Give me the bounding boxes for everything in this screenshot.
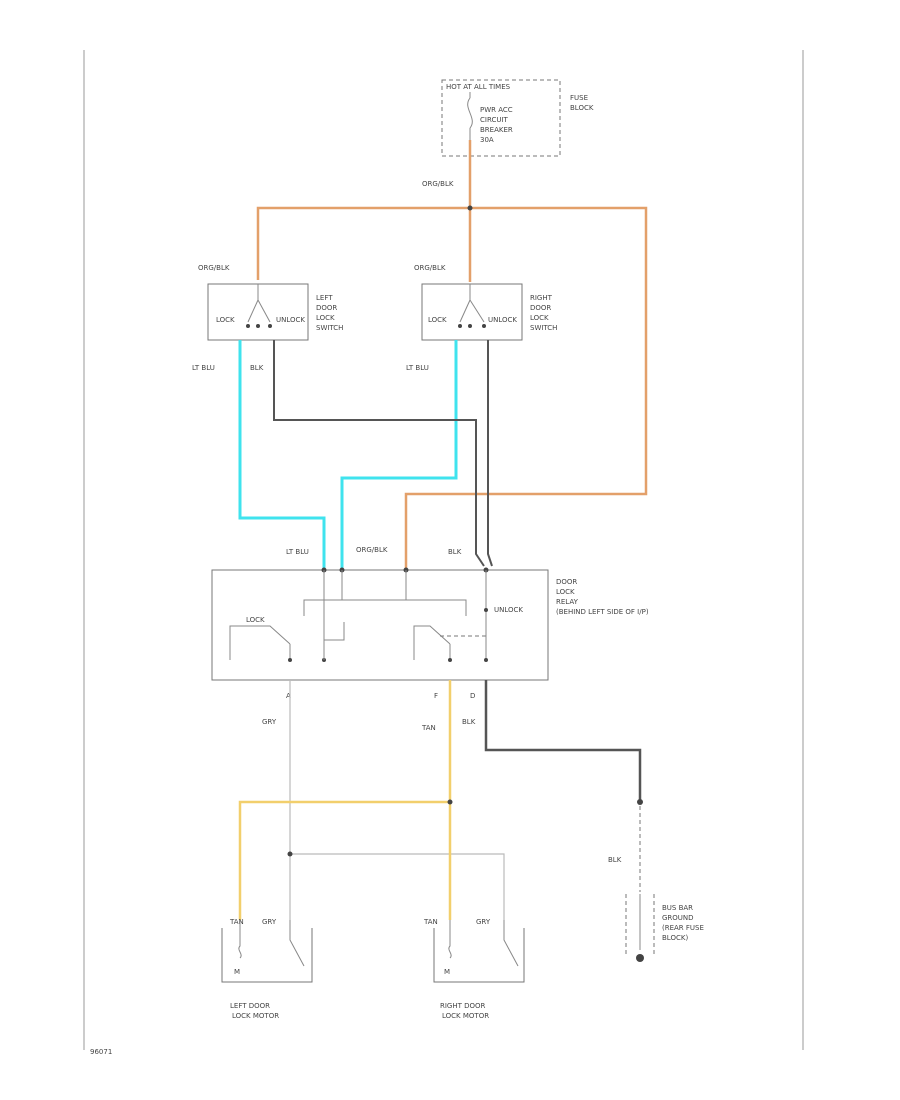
fuse-block-label: FUSE BLOCK bbox=[570, 94, 594, 112]
fuse-block: HOT AT ALL TIMES PWR ACC CIRCUIT BREAKER… bbox=[441, 79, 594, 157]
wire-label-org-blk-left-switch: ORG/BLK bbox=[198, 264, 230, 272]
left-motor-m: M bbox=[234, 968, 240, 976]
wire-label-lt-blu-right: LT BLU bbox=[406, 364, 429, 372]
right-switch-lock-label: LOCK bbox=[428, 316, 447, 324]
ground-label: BUS BAR GROUND (REAR FUSE BLOCK) bbox=[662, 904, 706, 942]
wire-label-org-blk-right-switch: ORG/BLK bbox=[414, 264, 446, 272]
org-blk-wires bbox=[256, 140, 648, 568]
figure-id: 96071 bbox=[90, 1048, 112, 1056]
wire-label-gry-right-motor: GRY bbox=[476, 918, 491, 926]
left-switch-unlock-label: UNLOCK bbox=[276, 316, 305, 324]
relay-unlock-label: UNLOCK bbox=[494, 606, 523, 614]
wire-label-gry: GRY bbox=[262, 718, 277, 726]
wire-label-org-blk-fuse: ORG/BLK bbox=[422, 180, 454, 188]
relay-pin-a: A bbox=[286, 692, 291, 700]
wire-label-tan-right-motor: TAN bbox=[423, 918, 438, 926]
fuse-circuit-label: PWR ACC CIRCUIT BREAKER 30A bbox=[480, 106, 515, 144]
tan-wires bbox=[238, 680, 453, 920]
left-door-lock-motor: M bbox=[221, 920, 313, 983]
right-door-lock-motor: M bbox=[433, 920, 525, 983]
right-door-lock-switch: LOCK UNLOCK bbox=[421, 283, 523, 341]
blk-ground-wire bbox=[484, 680, 643, 892]
left-switch-name: LEFT DOOR LOCK SWITCH bbox=[316, 294, 343, 332]
wire-label-org-blk-relay: ORG/BLK bbox=[356, 546, 388, 554]
relay-name: DOOR LOCK RELAY (BEHIND LEFT SIDE OF I/P… bbox=[556, 578, 649, 616]
relay-pin-f: F bbox=[434, 692, 438, 700]
gry-wires bbox=[287, 680, 505, 920]
wire-label-blk-left-switch: BLK bbox=[250, 364, 264, 372]
relay-pin-d: D bbox=[470, 692, 475, 700]
wire-label-lt-blu-left: LT BLU bbox=[192, 364, 215, 372]
door-lock-relay: LOCK UNLOCK bbox=[211, 567, 549, 681]
right-motor-name: RIGHT DOOR LOCK MOTOR bbox=[440, 1002, 489, 1020]
right-switch-name: RIGHT DOOR LOCK SWITCH bbox=[530, 294, 557, 332]
wire-label-blk-relay: BLK bbox=[448, 548, 462, 556]
wire-label-blk-relay-output: BLK bbox=[462, 718, 476, 726]
right-motor-m: M bbox=[444, 968, 450, 976]
wire-label-lt-blu-relay: LT BLU bbox=[286, 548, 309, 556]
left-switch-lock-label: LOCK bbox=[216, 316, 235, 324]
relay-lock-label: LOCK bbox=[246, 616, 265, 624]
fuse-hot-label: HOT AT ALL TIMES bbox=[446, 83, 511, 91]
wire-label-tan-left-motor: TAN bbox=[229, 918, 244, 926]
blk-switch-wires bbox=[273, 340, 493, 567]
lt-blu-wires bbox=[238, 340, 458, 568]
left-motor-name: LEFT DOOR LOCK MOTOR bbox=[230, 1002, 279, 1020]
right-switch-unlock-label: UNLOCK bbox=[488, 316, 517, 324]
wire-label-blk-ground: BLK bbox=[608, 856, 622, 864]
bus-bar-ground bbox=[625, 894, 655, 962]
left-door-lock-switch: LOCK UNLOCK bbox=[207, 283, 309, 341]
wire-label-tan: TAN bbox=[421, 724, 436, 732]
wire-label-gry-left-motor: GRY bbox=[262, 918, 277, 926]
